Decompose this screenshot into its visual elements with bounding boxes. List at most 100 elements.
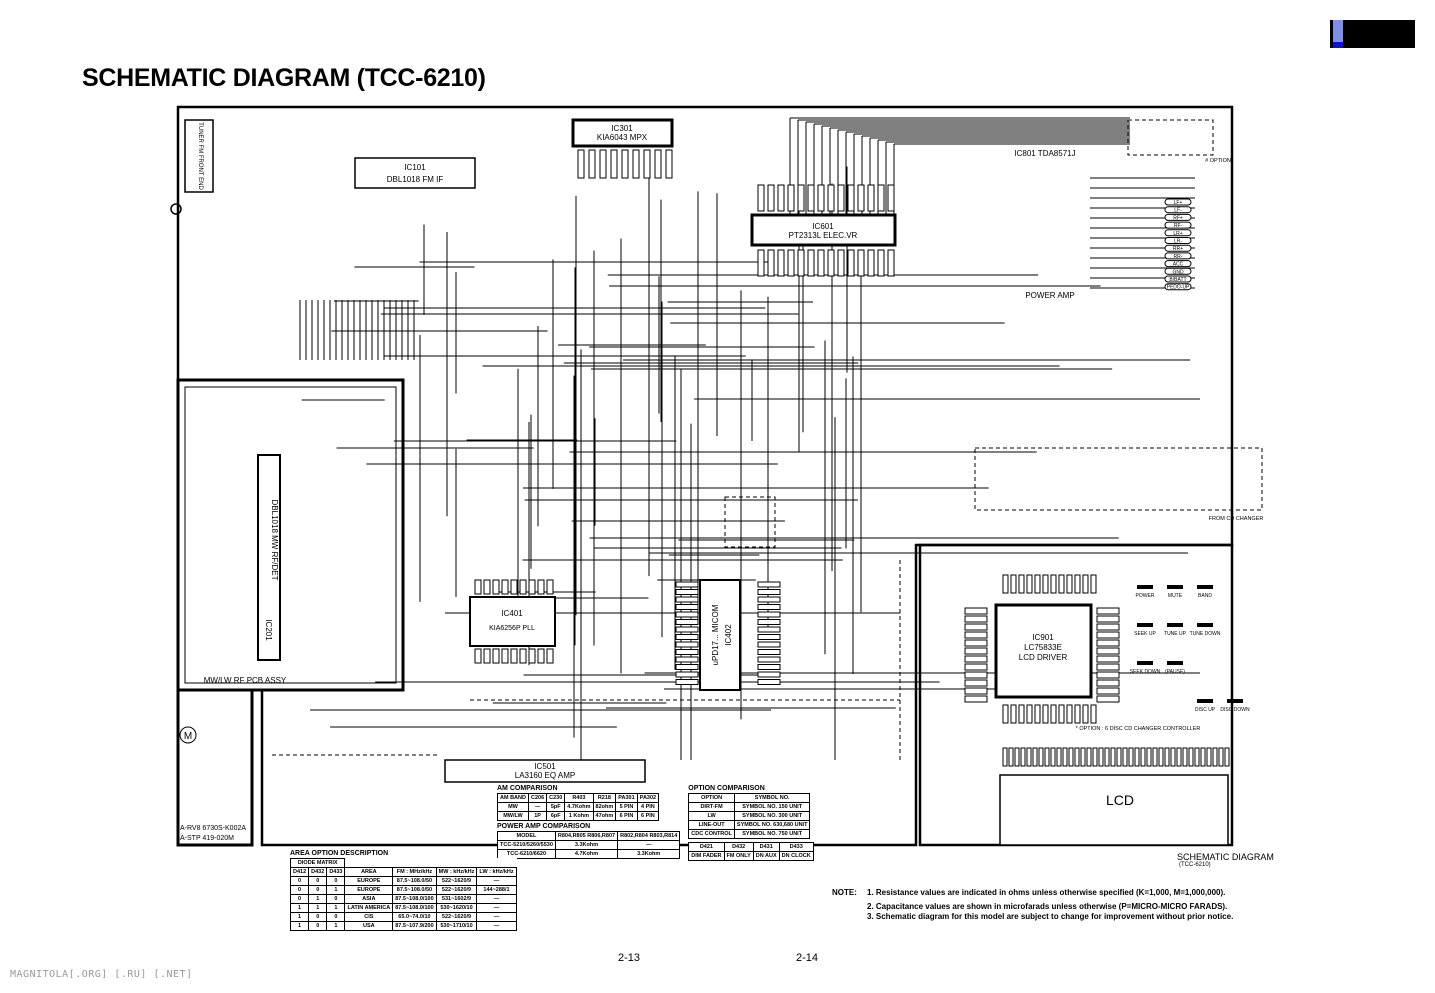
ic301-pin-resistor	[643, 149, 651, 179]
table-cell: 522~1620/9	[435, 912, 478, 922]
ic401-name: KIA6256P PLL	[489, 625, 535, 632]
driver-pin-label	[964, 631, 988, 639]
ic402-pin-label	[757, 634, 781, 640]
lcd-segment-resistor	[1092, 747, 1098, 767]
lcd-segment-resistor	[1188, 747, 1194, 767]
ic401-pin	[474, 579, 482, 595]
table-header: R403	[564, 793, 594, 803]
ic402-pin-label	[675, 649, 699, 655]
table-cell: 1	[308, 903, 328, 913]
ic101-name: DBL1018 FM IF	[387, 175, 444, 184]
ic402-pin-label	[675, 671, 699, 678]
driver-resistor	[1018, 574, 1025, 594]
driver-resistor	[1066, 574, 1073, 594]
driver-pin-label	[1096, 615, 1120, 623]
key-switch-label: SEEK DOWN	[1130, 669, 1161, 675]
ic402-pin-label	[757, 626, 781, 633]
ic601-pin-resistor	[757, 249, 765, 277]
driver-pin-label	[1096, 607, 1120, 615]
lcd-segment-resistor	[1224, 747, 1230, 767]
ic601-pin-resistor	[777, 249, 785, 277]
ic601-pin-resistor	[767, 249, 775, 277]
driver-pin-label	[964, 607, 988, 615]
lcd-segment-resistor	[1170, 747, 1176, 767]
driver-resistor	[1042, 704, 1049, 724]
driver-resistor	[1090, 574, 1097, 594]
corner-tab	[1330, 20, 1415, 48]
connector-pin	[1164, 275, 1192, 283]
ic601-pin-resistor	[807, 184, 815, 212]
lcd-segment-resistor	[1116, 747, 1122, 767]
table-cell: 4.7Kohm	[554, 849, 619, 859]
lcd-segment-resistor	[1008, 747, 1014, 767]
ic402-pin-label	[757, 679, 781, 685]
connector-pin-label: RR+	[1173, 246, 1183, 252]
ic401-pin	[546, 579, 554, 595]
ic402-pin-label	[675, 656, 699, 663]
driver-pin-label	[1096, 655, 1120, 663]
driver-pin-label	[1096, 679, 1120, 687]
table-cell: EUROPE	[344, 885, 394, 895]
lcd-segment-resistor	[1152, 747, 1158, 767]
connector-pin	[1164, 198, 1192, 206]
table-cell: 1P	[527, 811, 548, 821]
table-cell: 144~288/1	[476, 885, 517, 895]
ic402-pin-label	[757, 641, 781, 648]
table-cell: USA	[344, 921, 394, 931]
table-cell: 0	[326, 912, 346, 922]
driver-pin-label	[964, 687, 988, 695]
key-switch	[1167, 623, 1183, 627]
table-cell: 1	[326, 885, 346, 895]
table-cell: ASIA	[344, 894, 394, 904]
driver-pin-label	[964, 663, 988, 671]
lcd-segment-resistor	[1086, 747, 1092, 767]
ic402-pin-label	[757, 581, 781, 588]
table-header: LW : kHz/kHz	[476, 867, 517, 877]
ic301-pin-resistor	[599, 149, 607, 179]
ic601-name: PT2313L ELEC.VR	[789, 231, 858, 240]
ic601-pin-resistor	[817, 184, 825, 212]
driver-resistor	[1082, 704, 1089, 724]
connector-pin	[1164, 244, 1192, 252]
schematic-caption: SCHEMATIC DIAGRAM (TCC-6210)	[1177, 852, 1274, 868]
ic601-pin-resistor	[837, 249, 845, 277]
table-header: AM BAND	[497, 793, 529, 803]
table-cell: 0	[326, 876, 346, 886]
driver-pin-label	[964, 639, 988, 647]
table-cell: 530~1620/10	[435, 903, 478, 913]
area-option-title: AREA OPTION DESCRIPTION	[290, 850, 389, 857]
table-cell: 0	[308, 921, 328, 931]
ic402-pin-label	[757, 596, 781, 603]
ic401-pin	[519, 579, 527, 595]
page-title: SCHEMATIC DIAGRAM (TCC-6210)	[82, 64, 486, 92]
lcd-segment-resistor	[1128, 747, 1134, 767]
table-cell: 522~1620/9	[435, 876, 478, 886]
driver-resistor	[1042, 574, 1049, 594]
ic401-pin	[492, 579, 500, 595]
driver-pin-label	[1096, 631, 1120, 639]
ic601-pin-resistor	[887, 184, 895, 212]
lcd-panel	[999, 774, 1229, 846]
table-cell: LATIN AMERICA	[344, 903, 394, 913]
ic401-pin	[546, 648, 554, 664]
lcd-segment-resistor	[1140, 747, 1146, 767]
lcd-segment-resistor	[1026, 747, 1032, 767]
ic301-pin-resistor	[577, 149, 585, 179]
ic401-pin	[510, 579, 518, 595]
power-amp-comparison-title: POWER AMP COMPARISON	[497, 823, 591, 830]
ic401-pin	[537, 648, 545, 664]
table-cell: DN CLOCK	[778, 851, 814, 861]
lcd-segment-resistor	[1002, 747, 1008, 767]
ic401-pin	[528, 579, 536, 595]
